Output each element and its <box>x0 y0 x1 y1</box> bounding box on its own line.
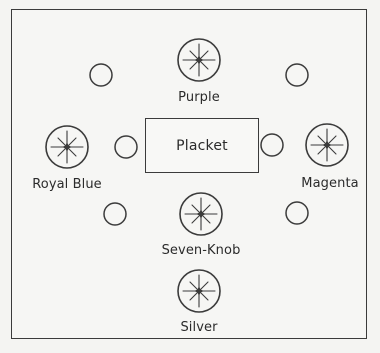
plain-circle-middle-left <box>114 135 138 159</box>
plain-circle-top-right <box>285 63 309 87</box>
placket-label: Placket <box>176 137 228 154</box>
knob-label-purple: Purple <box>178 90 220 105</box>
plain-circle-bottom-left <box>103 202 127 226</box>
knob-magenta-icon <box>305 123 349 167</box>
plain-circle-middle-right <box>260 133 284 157</box>
placket-box: Placket <box>145 118 259 173</box>
knob-royal-blue-icon <box>45 125 89 169</box>
knob-silver-icon <box>177 269 221 313</box>
knob-label-royal-blue: Royal Blue <box>32 177 102 192</box>
plain-circle-bottom-right <box>285 201 309 225</box>
plain-circle-top-left <box>89 63 113 87</box>
diagram-frame <box>11 9 367 339</box>
knob-purple-icon <box>177 38 221 82</box>
knob-label-magenta: Magenta <box>301 176 359 191</box>
knob-seven-knob-icon <box>179 192 223 236</box>
knob-label-silver: Silver <box>180 320 218 335</box>
knob-label-seven-knob: Seven-Knob <box>161 243 241 258</box>
